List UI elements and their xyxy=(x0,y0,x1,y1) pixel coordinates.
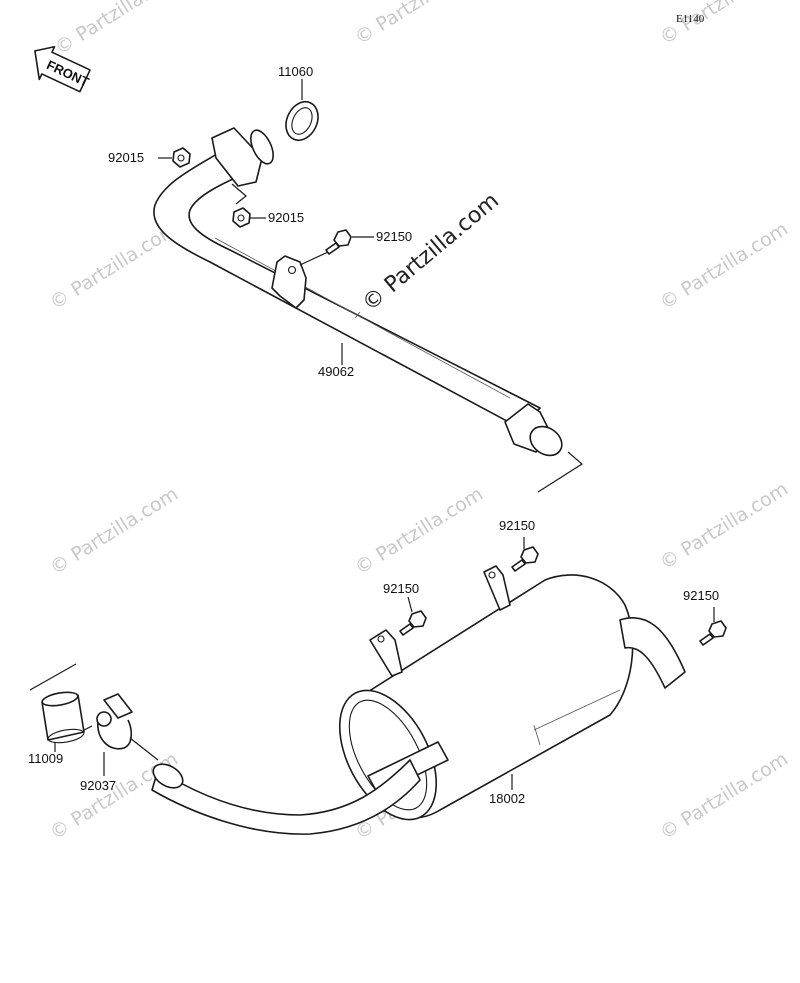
label-bolt-muffler-mid: 92150 xyxy=(383,581,419,596)
bolt-icon xyxy=(325,229,352,255)
label-nut-lower: 92015 xyxy=(268,210,304,225)
exhaust-pipe-49062 xyxy=(153,127,563,457)
watermark: © Partzilla.com xyxy=(51,0,187,59)
diagram-code: E1140 xyxy=(676,13,705,25)
watermark: © Partzilla.com xyxy=(46,483,182,579)
bolt-icon xyxy=(511,546,539,572)
muffler-18002 xyxy=(151,565,686,835)
label-gasket: 11060 xyxy=(278,64,313,79)
label-sleeve: 11009 xyxy=(28,751,63,766)
bolt-icon xyxy=(699,620,727,646)
label-bolt-muffler-right: 92150 xyxy=(683,588,719,603)
clamp-92037 xyxy=(96,693,133,750)
watermark: © Partzilla.com xyxy=(46,218,182,314)
label-bolt-muffler-top: 92150 xyxy=(499,518,535,533)
label-nut-upper: 92015 xyxy=(108,150,144,165)
label-bolt-pipe: 92150 xyxy=(376,229,412,244)
label-clamp: 92037 xyxy=(80,778,116,793)
watermark: © Partzilla.com xyxy=(656,748,792,844)
label-muffler: 18002 xyxy=(489,791,525,806)
watermark: © Partzilla.com xyxy=(351,483,487,579)
sleeve-11009 xyxy=(41,691,85,744)
nut-icon xyxy=(172,147,191,168)
nut-icon xyxy=(232,207,251,228)
gasket-11060 xyxy=(285,100,319,142)
watermark: © Partzilla.com xyxy=(656,478,792,574)
bolt-icon xyxy=(399,610,427,636)
label-exhaust-pipe: 49062 xyxy=(318,364,354,379)
watermark: © Partzilla.com xyxy=(351,0,487,49)
watermark-center: © Partzilla.com xyxy=(358,188,504,316)
watermark: © Partzilla.com xyxy=(656,218,792,314)
